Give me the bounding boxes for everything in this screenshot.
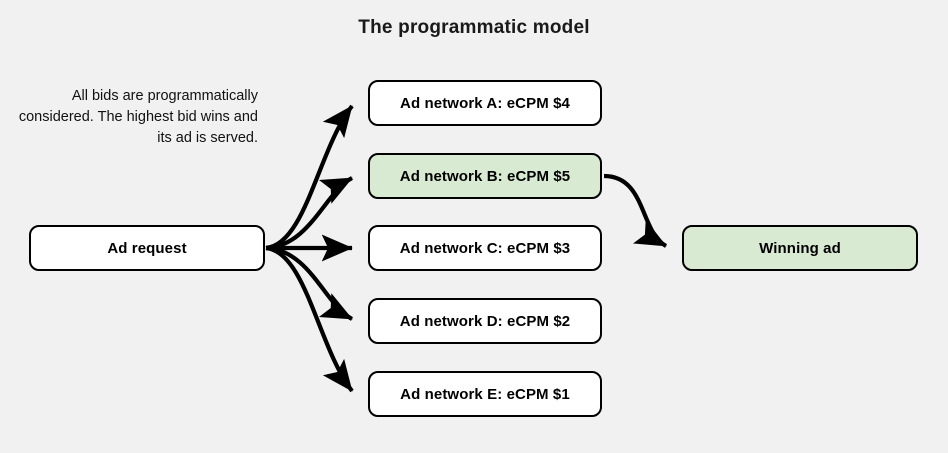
edge-network-b-to-winning-ad xyxy=(603,173,668,248)
node-network-a[interactable]: Ad network A: eCPM $4 xyxy=(368,80,602,126)
diagram-caption: All bids are programmatically considered… xyxy=(18,88,258,146)
node-network-c-label: Ad network C: eCPM $3 xyxy=(399,239,571,257)
node-network-e[interactable]: Ad network E: eCPM $1 xyxy=(368,371,602,417)
node-network-a-label: Ad network A: eCPM $4 xyxy=(400,94,570,112)
node-network-b-label: Ad network B: eCPM $5 xyxy=(399,167,571,185)
node-network-d-label: Ad network D: eCPM $2 xyxy=(399,312,571,330)
node-winning-ad-label: Winning ad xyxy=(759,239,841,257)
node-network-d[interactable]: Ad network D: eCPM $2 xyxy=(368,298,602,344)
edge-ad-request-to-network-b xyxy=(265,176,354,251)
node-network-c[interactable]: Ad network C: eCPM $3 xyxy=(368,225,602,271)
edge-ad-request-to-network-d xyxy=(265,245,354,321)
edge-ad-request-to-network-a xyxy=(265,104,354,251)
node-network-b[interactable]: Ad network B: eCPM $5 xyxy=(368,153,602,199)
node-ad-request-label: Ad request xyxy=(107,239,187,257)
edge-ad-request-to-network-e xyxy=(265,245,354,393)
node-ad-request[interactable]: Ad request xyxy=(29,225,265,271)
node-network-e-label: Ad network E: eCPM $1 xyxy=(400,385,570,403)
page-title: The programmatic model xyxy=(358,17,590,38)
node-winning-ad[interactable]: Winning ad xyxy=(682,225,918,271)
